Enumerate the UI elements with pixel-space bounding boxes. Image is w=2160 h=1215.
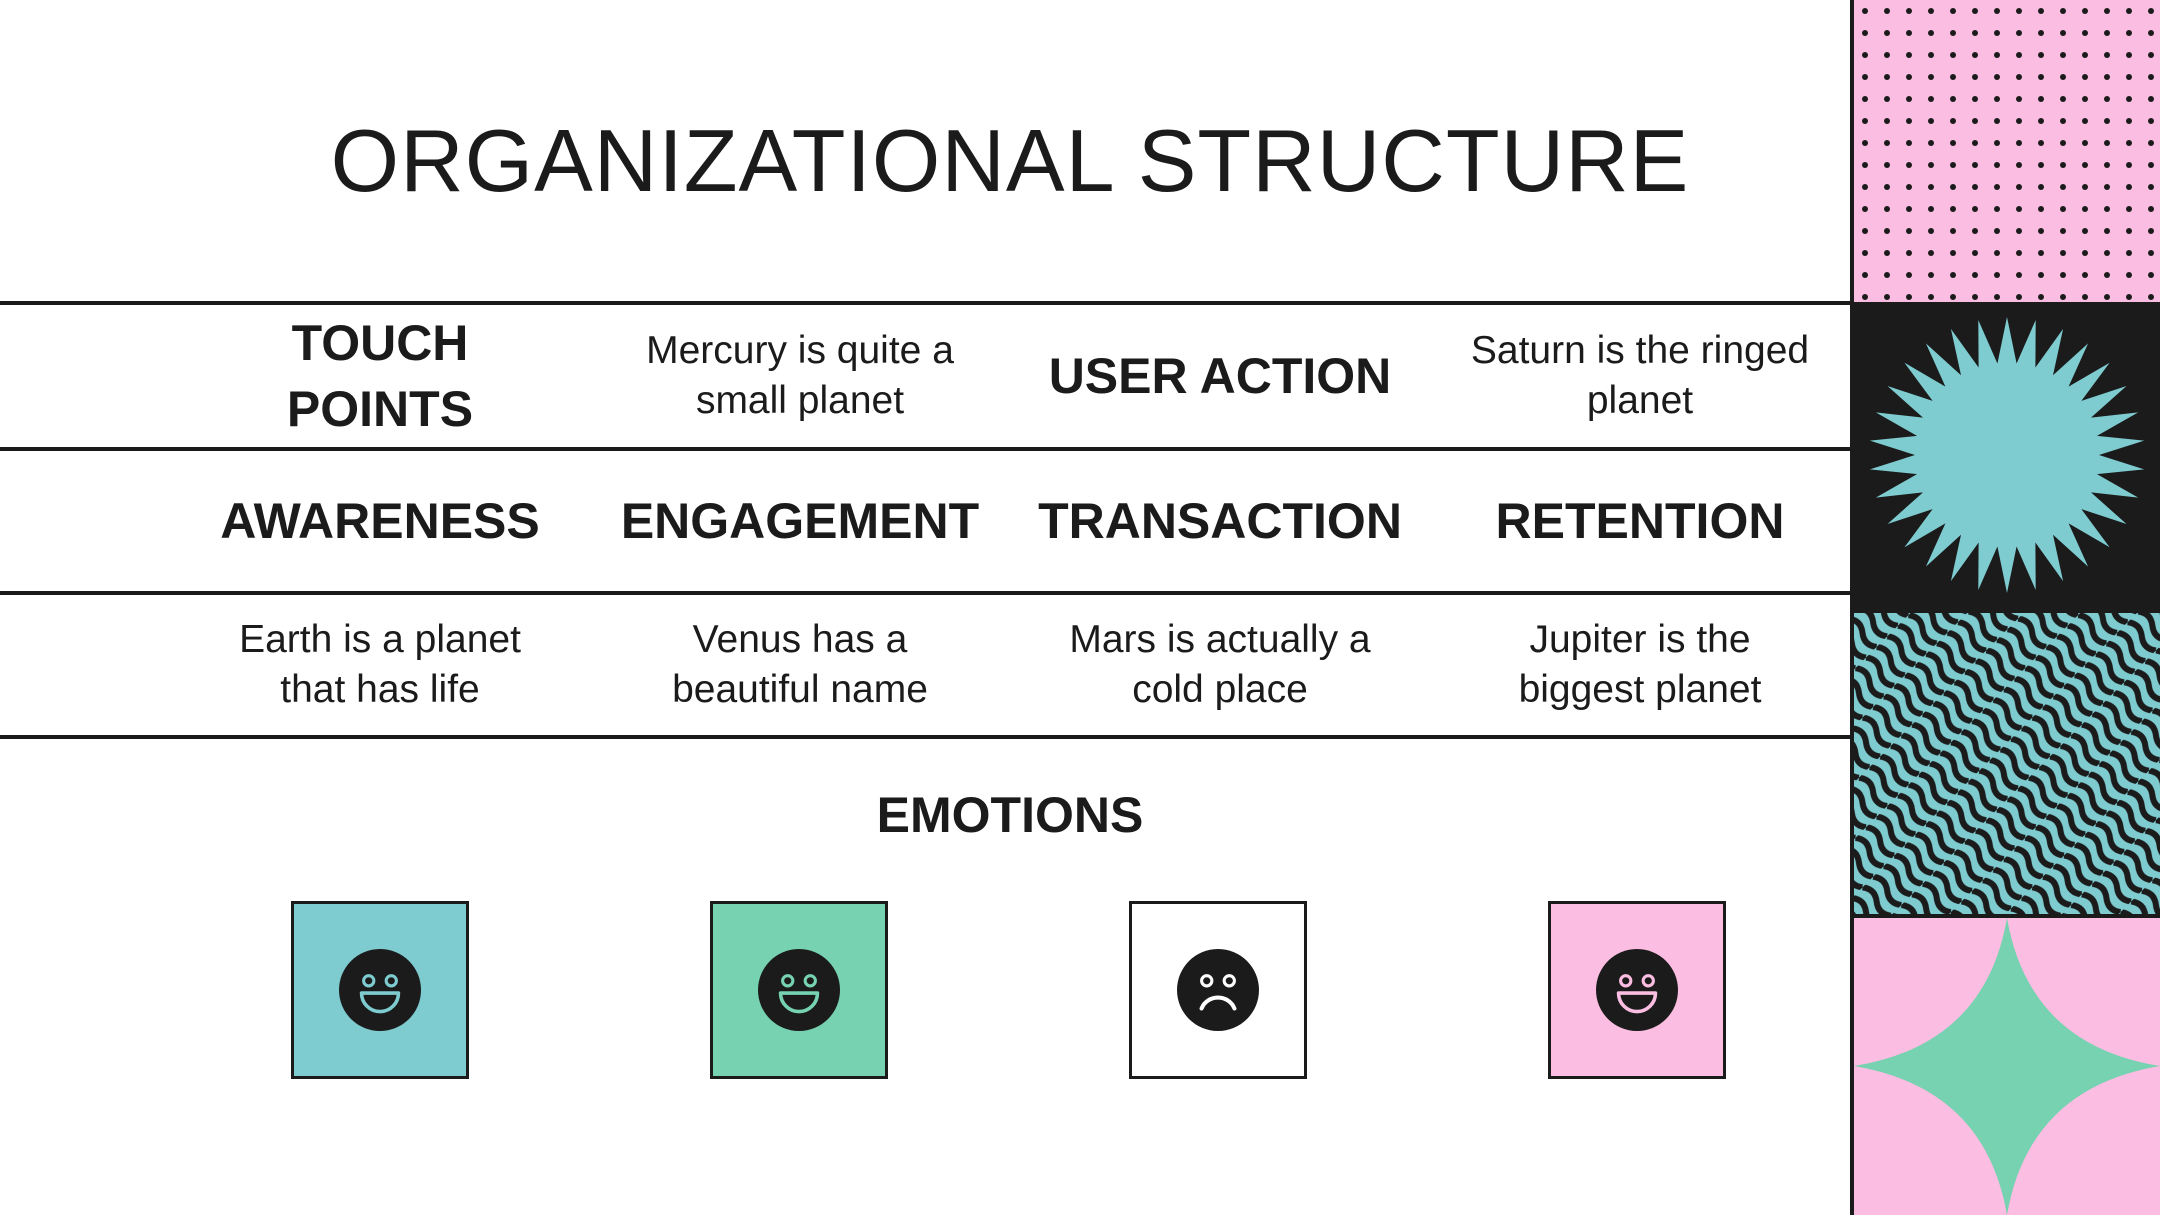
touch-points-heading: TOUCH POINTS [286, 315, 474, 437]
awareness-description: Earth is a planet that has life [239, 618, 521, 711]
page-title: ORGANIZATIONAL STRUCTURE [330, 111, 1690, 210]
engagement-description: Venus has a beautiful name [672, 618, 928, 711]
divider-line [0, 591, 1852, 595]
happy-face-icon [758, 949, 840, 1031]
emotion-box-engagement [710, 901, 888, 1079]
stage-awareness: AWARENESS [220, 493, 540, 549]
divider-line [0, 301, 1852, 305]
green-star-tile [1854, 914, 2160, 1215]
sad-face-icon [1177, 949, 1259, 1031]
saturn-description: Saturn is the ringed planet [1470, 329, 1810, 422]
transaction-description: Mars is actually a cold place [1069, 618, 1371, 711]
stage-transaction: TRANSACTION [1038, 493, 1402, 549]
happy-face-icon [1596, 949, 1678, 1031]
teal-starburst-tile [1854, 302, 2160, 609]
divider-line [0, 447, 1852, 451]
happy-face-icon [339, 949, 421, 1031]
user-action-heading: USER ACTION [1048, 348, 1392, 404]
teal-wave-pattern [1854, 609, 2160, 914]
emotion-box-transaction [1129, 901, 1307, 1079]
stage-retention: RETENTION [1495, 493, 1785, 549]
mercury-description: Mercury is quite a small planet [646, 329, 954, 422]
pink-dots-pattern [1854, 0, 2160, 302]
starburst-shape [1869, 317, 2145, 593]
stage-engagement: ENGAGEMENT [620, 493, 980, 549]
retention-description: Jupiter is the biggest planet [1518, 618, 1762, 711]
divider-line [0, 735, 1852, 739]
emotions-heading: EMOTIONS [876, 787, 1144, 843]
emotion-box-awareness [291, 901, 469, 1079]
decorative-sidebar [1850, 0, 2160, 1215]
emotion-box-retention [1548, 901, 1726, 1079]
